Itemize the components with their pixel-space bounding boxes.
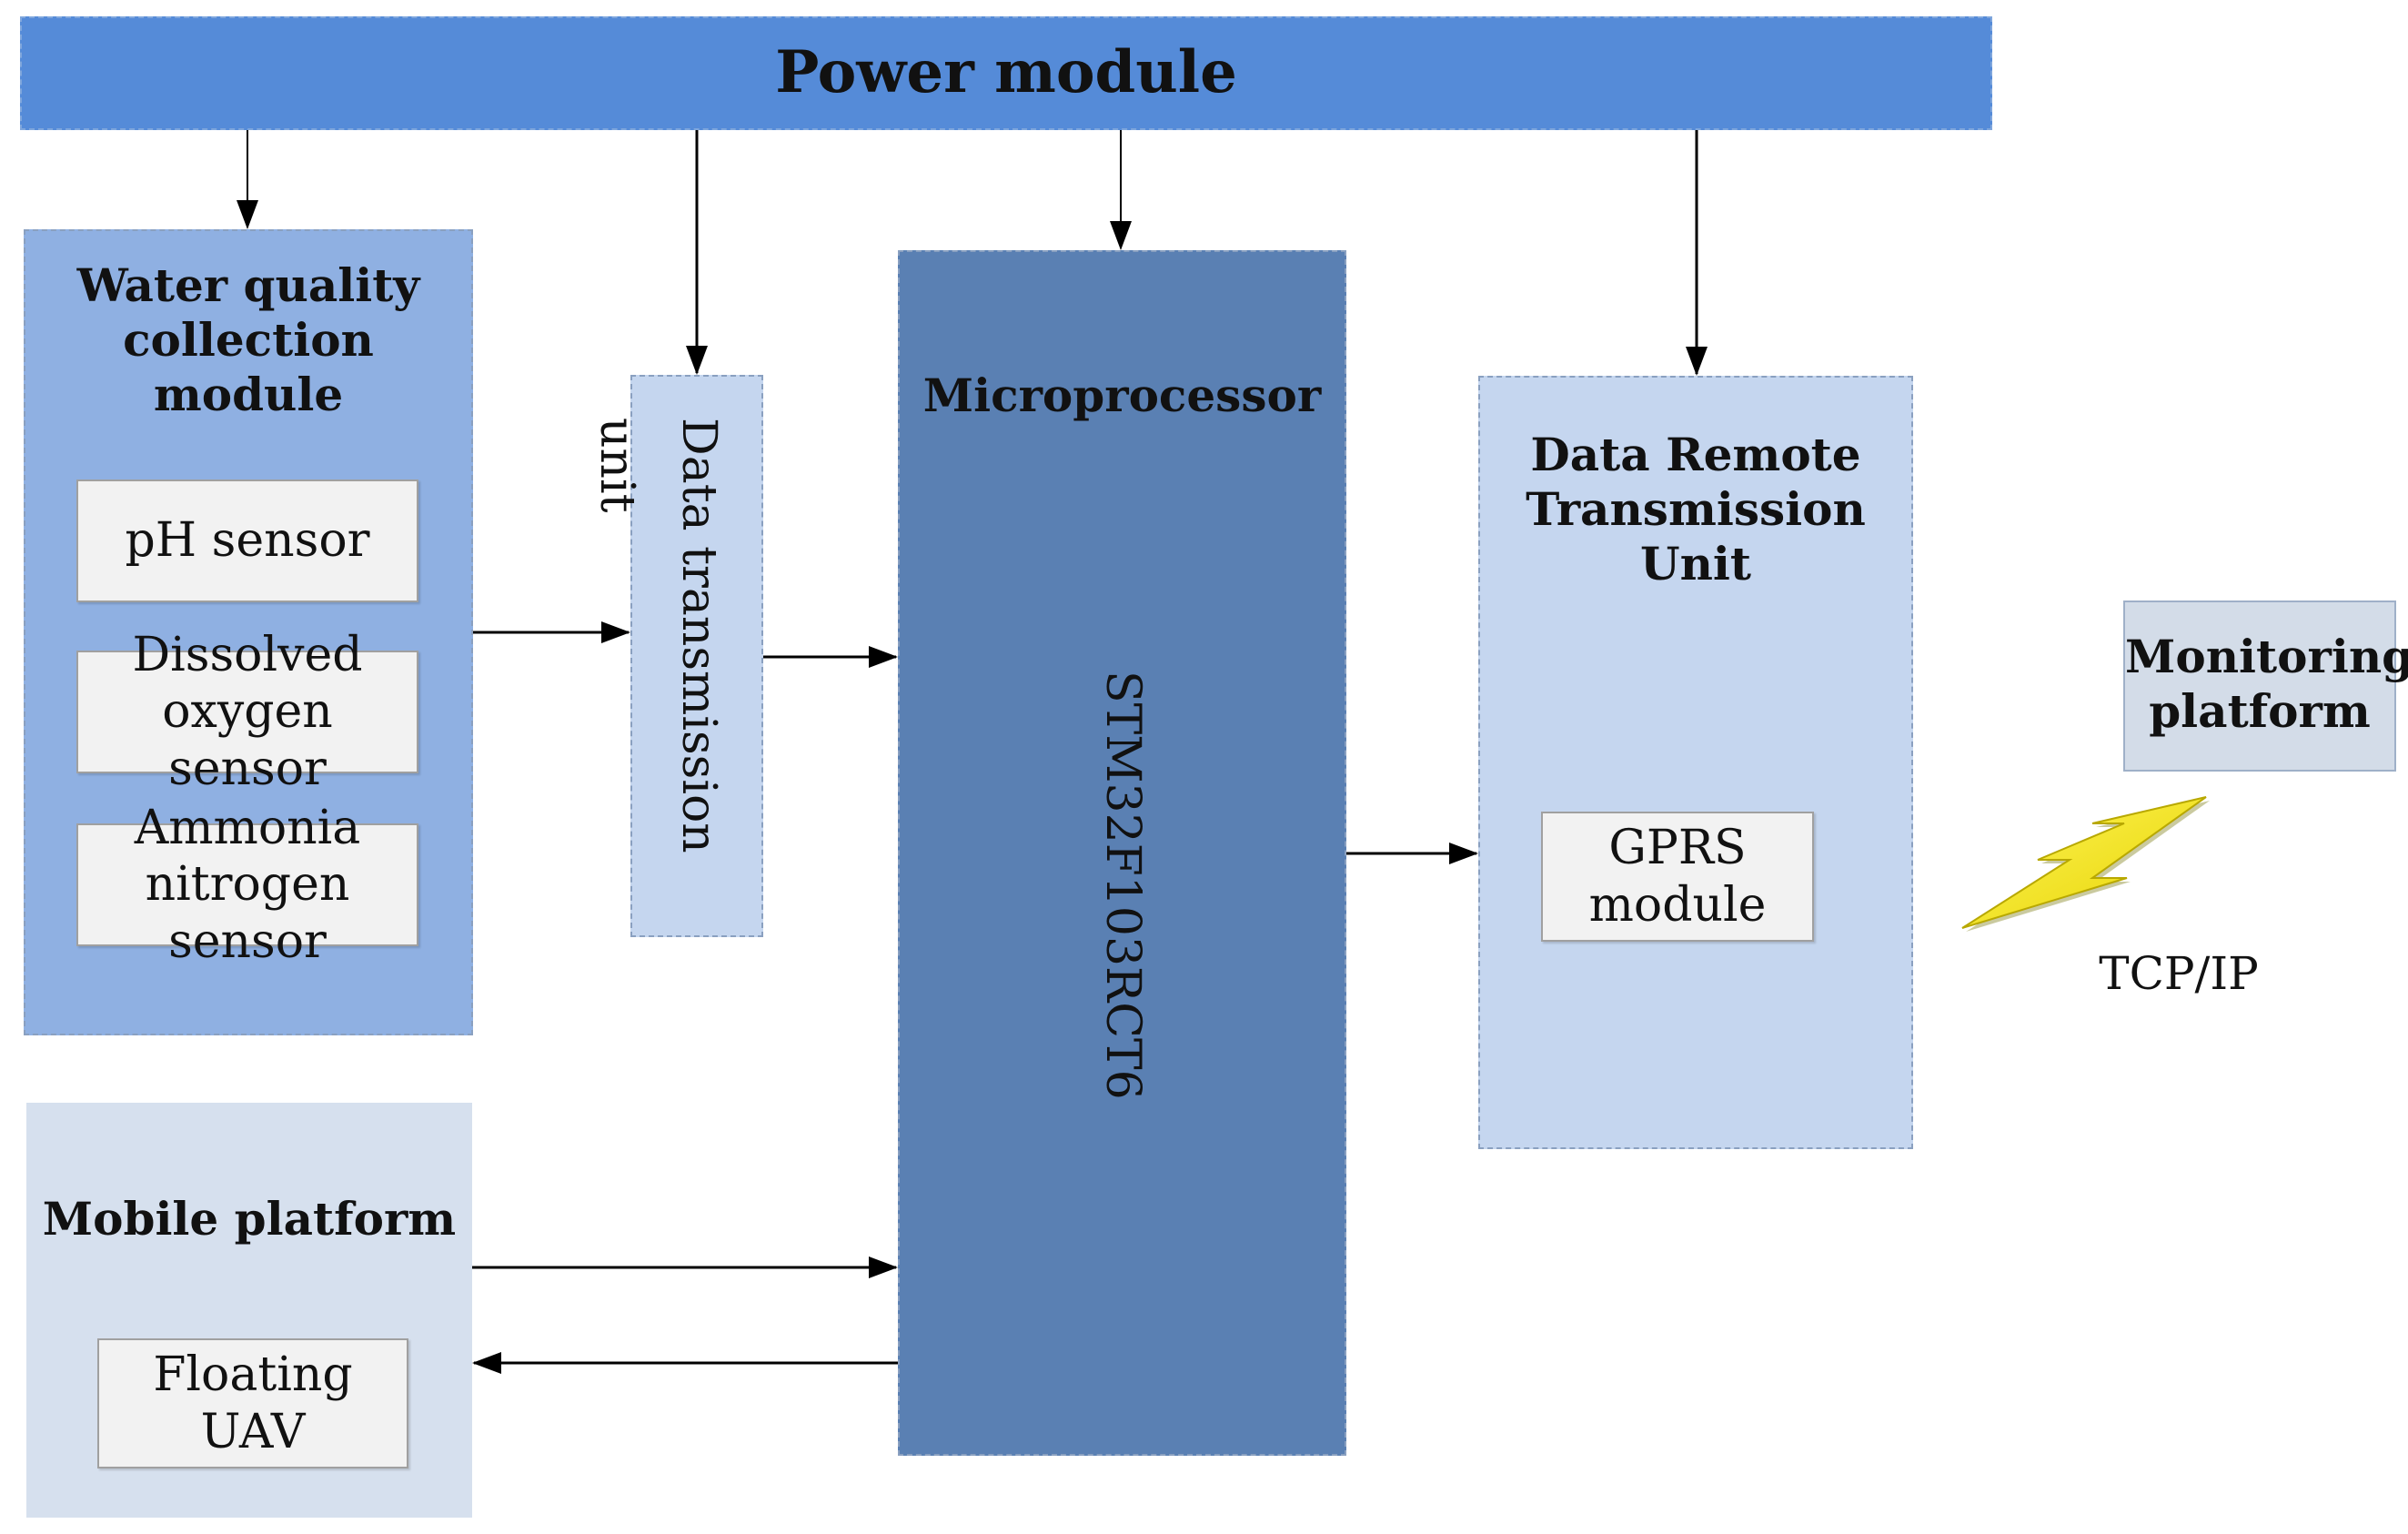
ammonia-nitrogen-sensor-line2: nitrogen sensor xyxy=(145,857,350,969)
lightning-bolt-icon xyxy=(1961,796,2210,932)
microprocessor-chip-label: STM32F103RCT6 xyxy=(1095,671,1150,1100)
power-module-label: Power module xyxy=(775,38,1237,106)
monitoring-platform-label: Monitoring platform xyxy=(2125,630,2408,739)
dissolved-oxygen-sensor-line1: Dissolved xyxy=(132,627,363,682)
gprs-module-box: GPRS module xyxy=(1541,812,1814,942)
floating-uav-box: Floating UAV xyxy=(97,1338,408,1468)
tcp-ip-label: TCP/IP xyxy=(2099,947,2259,1000)
monitoring-platform-line2: platform xyxy=(2149,684,2371,738)
gprs-module-line1: GPRS xyxy=(1608,821,1747,876)
ammonia-nitrogen-sensor-box: Ammonia nitrogen sensor xyxy=(76,801,418,969)
water-quality-title: Water quality collection module xyxy=(25,258,471,422)
remote-unit-title-line1: Data Remote xyxy=(1530,428,1861,481)
mobile-platform-title: Mobile platform xyxy=(42,1192,457,1246)
remote-transmission-unit-title: Data Remote Transmission Unit xyxy=(1480,428,1911,591)
ph-sensor-box: pH sensor xyxy=(76,479,418,602)
power-module-box: Power module xyxy=(20,16,1992,130)
microprocessor-box: Microprocessor STM32F103RCT6 xyxy=(898,250,1346,1456)
data-transmission-unit-box: Data transmission unit xyxy=(589,375,763,937)
gprs-module-line2: module xyxy=(1588,877,1767,933)
data-transmission-unit-label: Data transmission unit xyxy=(589,418,726,853)
dissolved-oxygen-sensor-line2: oxygen sensor xyxy=(162,684,333,796)
ammonia-nitrogen-sensor-line1: Ammonia xyxy=(134,800,361,855)
ph-sensor-label: pH sensor xyxy=(125,513,370,569)
remote-transmission-unit-box: Data Remote Transmission Unit xyxy=(1478,376,1913,1149)
dissolved-oxygen-sensor-box: Dissolved oxygen sensor xyxy=(76,628,418,796)
remote-unit-title-line2: Transmission Unit xyxy=(1526,482,1866,590)
microprocessor-title: Microprocessor xyxy=(922,368,1322,422)
monitoring-platform-line1: Monitoring xyxy=(2125,630,2408,683)
water-quality-title-line2: collection module xyxy=(123,313,374,421)
floating-uav-label: Floating UAV xyxy=(153,1347,353,1459)
monitoring-platform-box: Monitoring platform xyxy=(2123,600,2408,772)
water-quality-title-line1: Water quality xyxy=(76,258,420,312)
